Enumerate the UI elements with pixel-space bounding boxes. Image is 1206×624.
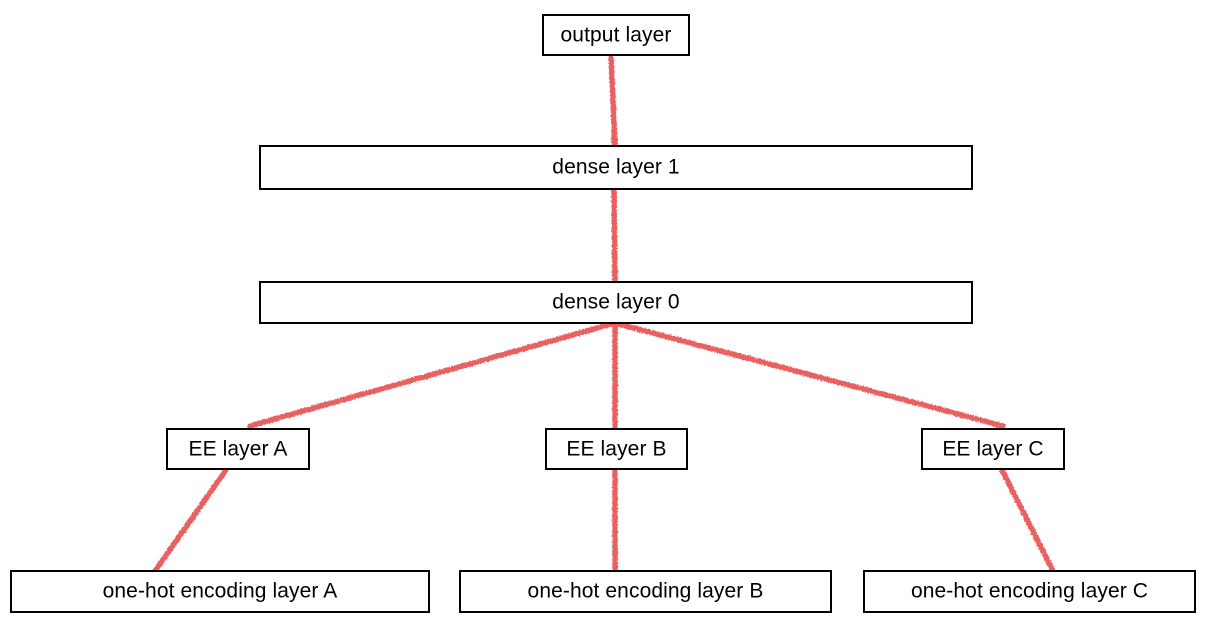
edge-dense1-dense0 <box>611 187 618 284</box>
node-ee-layer-a[interactable]: EE layer A <box>166 428 310 470</box>
node-output-layer[interactable]: output layer <box>542 14 690 56</box>
node-one-hot-encoding-layer-a[interactable]: one-hot encoding layer A <box>10 570 430 613</box>
node-label: EE layer C <box>942 437 1044 460</box>
node-label: output layer <box>560 23 672 46</box>
node-one-hot-encoding-layer-b[interactable]: one-hot encoding layer B <box>459 570 832 613</box>
node-dense-layer-1[interactable]: dense layer 1 <box>259 145 973 190</box>
node-label: EE layer B <box>566 437 667 460</box>
node-label: dense layer 1 <box>552 155 680 179</box>
edge-ee_c-onehot_c <box>999 467 1056 574</box>
node-ee-layer-b[interactable]: EE layer B <box>545 428 688 470</box>
edge-ee_a-onehot_a <box>152 467 229 574</box>
edge-dense0-ee_c <box>612 320 1006 429</box>
node-label: dense layer 0 <box>552 290 680 314</box>
node-label: one-hot encoding layer B <box>527 579 764 603</box>
node-one-hot-encoding-layer-c[interactable]: one-hot encoding layer C <box>863 570 1196 613</box>
node-label: EE layer A <box>188 437 288 460</box>
node-label: one-hot encoding layer C <box>910 579 1149 603</box>
edge-output-dense1 <box>608 53 618 148</box>
node-ee-layer-c[interactable]: EE layer C <box>921 428 1065 470</box>
node-dense-layer-0[interactable]: dense layer 0 <box>259 281 973 324</box>
edge-dense0-ee_a <box>247 320 618 429</box>
node-label: one-hot encoding layer A <box>102 579 338 603</box>
